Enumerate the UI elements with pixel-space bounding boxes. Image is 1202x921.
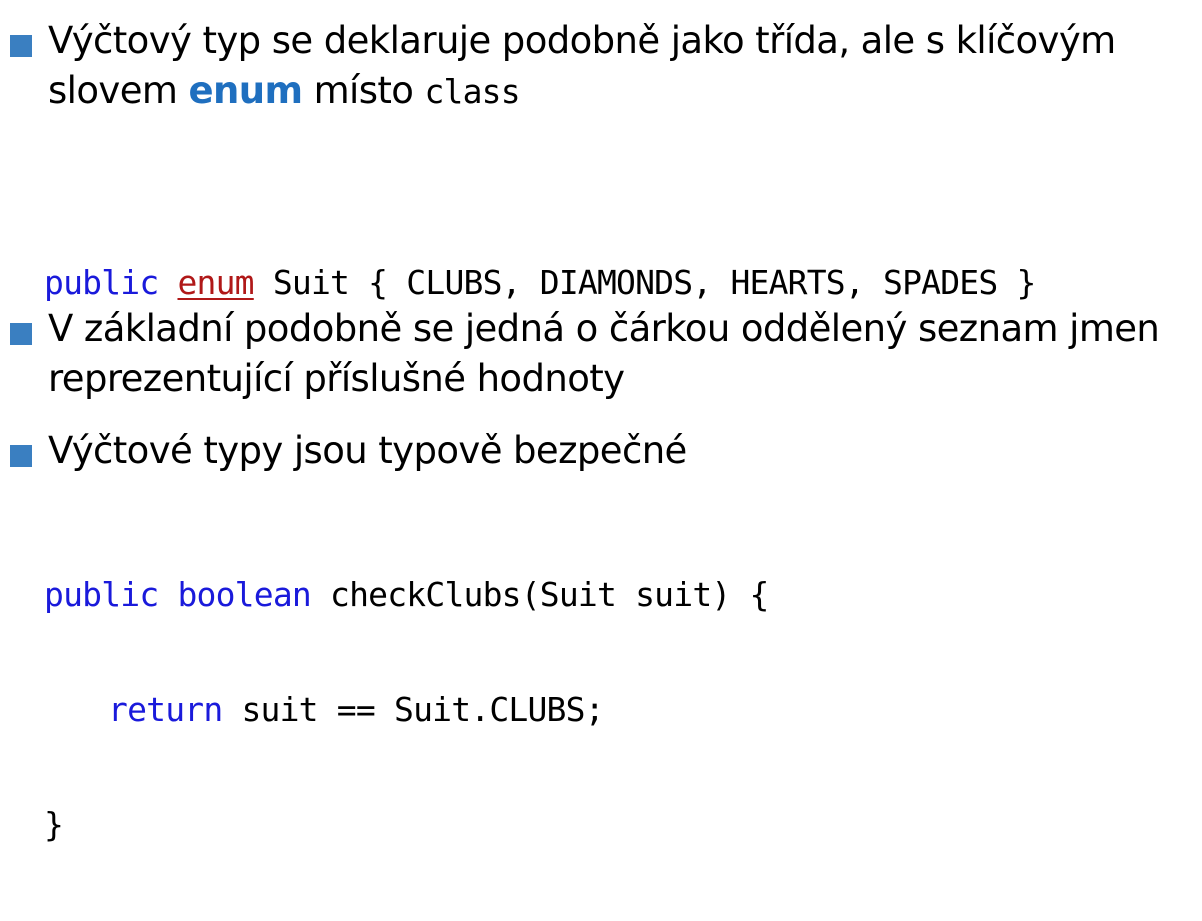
code-enum-declaration: public enum Suit { CLUBS, DIAMONDS, HEAR… <box>44 186 1036 379</box>
bullet-line-middle: místo <box>302 69 425 112</box>
code-text: checkClubs(Suit suit) { <box>310 575 769 614</box>
bullet-text: V základní podobně se jedná o čárkou odd… <box>48 304 1188 404</box>
slide: Výčtový typ se deklaruje podobně jako tř… <box>0 16 1188 843</box>
code-text: suit == Suit.CLUBS; <box>222 690 604 729</box>
bullet-square-icon <box>10 35 32 57</box>
code-line: public boolean checkClubs(Suit suit) { <box>44 576 769 613</box>
enum-keyword-highlight: enum <box>188 69 303 112</box>
bullet-type-safe: Výčtové typy jsou typově bezpečné <box>0 426 1188 476</box>
bullet-text: Výčtový typ se deklaruje podobně jako tř… <box>48 16 1188 117</box>
code-text: Suit { CLUBS, DIAMONDS, HEARTS, SPADES } <box>253 263 1037 302</box>
bullet-line: V základní podobně se jedná o čárkou odd… <box>48 307 1160 350</box>
class-keyword-code: class <box>424 72 520 111</box>
bullet-square-icon <box>10 323 32 345</box>
code-line: return suit == Suit.CLUBS; <box>44 691 769 728</box>
bullet-enum-declaration: Výčtový typ se deklaruje podobně jako tř… <box>0 16 1188 117</box>
code-keyword-return: return <box>108 690 223 729</box>
bullet-text: Výčtové typy jsou typově bezpečné <box>48 426 1188 476</box>
code-keyword-enum: enum <box>177 263 254 302</box>
bullet-line: Výčtové typy jsou typově bezpečné <box>48 429 687 472</box>
code-line: public enum Suit { CLUBS, DIAMONDS, HEAR… <box>44 264 1036 301</box>
bullet-line-prefix: slovem <box>48 69 189 112</box>
code-keyword-public: public <box>44 575 159 614</box>
code-keyword-public: public <box>44 263 159 302</box>
bullet-comma-separated-names: V základní podobně se jedná o čárkou odd… <box>0 304 1188 404</box>
code-keyword-boolean: boolean <box>177 575 311 614</box>
code-check-clubs-method: public boolean checkClubs(Suit suit) { r… <box>44 498 769 921</box>
code-text: } <box>44 805 64 844</box>
bullet-line: Výčtový typ se deklaruje podobně jako tř… <box>48 19 1116 62</box>
bullet-square-icon <box>10 445 32 467</box>
code-line: } <box>44 806 769 843</box>
bullet-line: reprezentující příslušné hodnoty <box>48 357 625 400</box>
